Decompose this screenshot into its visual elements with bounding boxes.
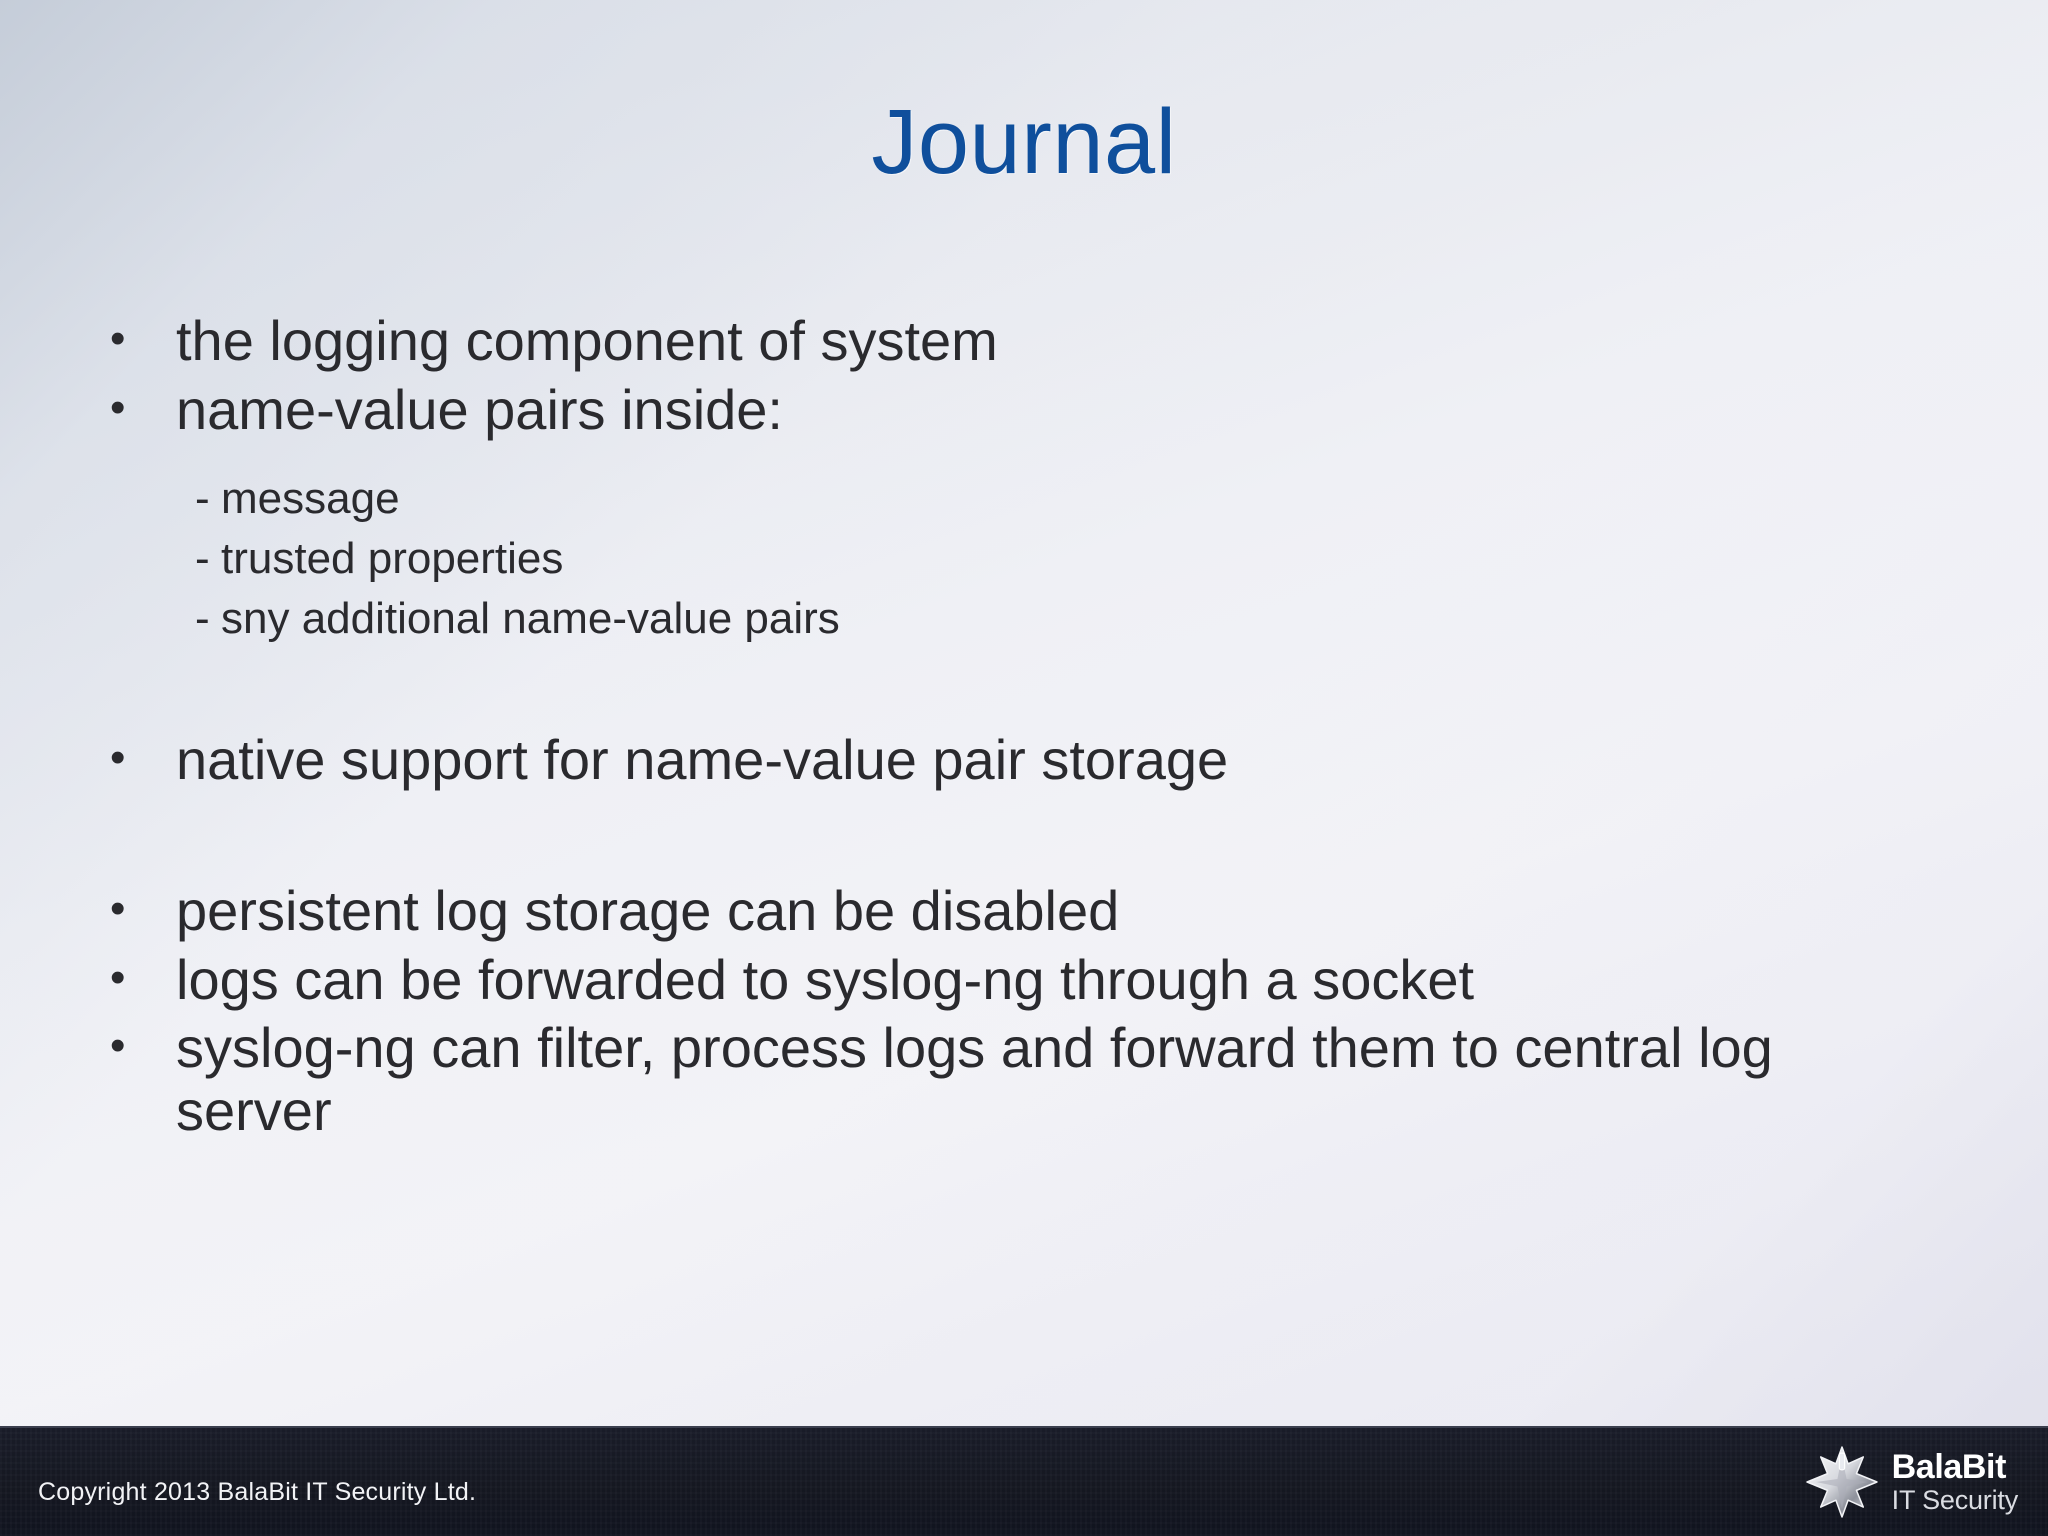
balabit-star-plane-logo-icon [1805,1446,1878,1518]
bullet-dot-icon: • [110,733,126,783]
bullet-dot-icon: • [110,883,126,933]
sub-list-item-label: trusted properties [221,534,564,584]
dash-icon: - [195,594,210,644]
bullet-text: name-value pairs inside: [176,377,783,441]
slide-footer: Copyright 2013 BalaBit IT Security Ltd. [0,1426,2048,1536]
brand-name: BalaBit [1891,1448,2007,1486]
bullet-text: persistent log storage can be disabled [176,878,1120,942]
bullet-item: • logs can be forwarded to syslog-ng thr… [100,947,1970,1012]
bullet-text: native support for name-value pair stora… [176,728,1229,792]
bullet-dot-icon: • [110,382,126,432]
sub-list-item: - trusted properties [195,533,1970,585]
bullet-text: the logging component of system [176,309,998,372]
sub-list-item-label: message [221,474,400,524]
dash-icon: - [195,534,210,584]
title-area: Journal [0,96,2048,188]
bullet-item: • persistent log storage can be disabled [100,878,1970,943]
slide-title: Journal [871,91,1177,193]
spacer [100,653,1970,729]
brand-logo: BalaBit IT Security [1804,1438,2018,1526]
bullet-item: • syslog-ng can filter, process logs and… [100,1016,1970,1143]
copyright-text: Copyright 2013 BalaBit IT Security Ltd. [38,1478,477,1506]
bullet-dot-icon: • [110,952,126,1002]
sub-list-item-label: sny additional name-value pairs [221,594,840,644]
bullet-dot-icon: • [110,1021,126,1071]
bullet-dot-icon: • [110,314,126,363]
slide-body: • the logging component of system • name… [100,309,1970,1149]
spacer [100,447,1970,473]
brand-tagline: IT Security [1891,1485,2019,1515]
spacer [100,798,1970,880]
bullet-text: logs can be forwarded to syslog-ng throu… [176,947,1475,1011]
sub-list-item: - message [195,473,1970,525]
bullet-item: • name-value pairs inside: [100,377,1970,442]
bullet-item: • the logging component of system [100,309,1970,373]
sub-list-item: - sny additional name-value pairs [195,593,1970,645]
bullet-text: syslog-ng can filter, process logs and f… [176,1016,1773,1143]
brand-wordmark: BalaBit IT Security [1891,1448,2019,1515]
bullet-item: • native support for name-value pair sto… [100,728,1970,792]
dash-icon: - [195,474,210,524]
